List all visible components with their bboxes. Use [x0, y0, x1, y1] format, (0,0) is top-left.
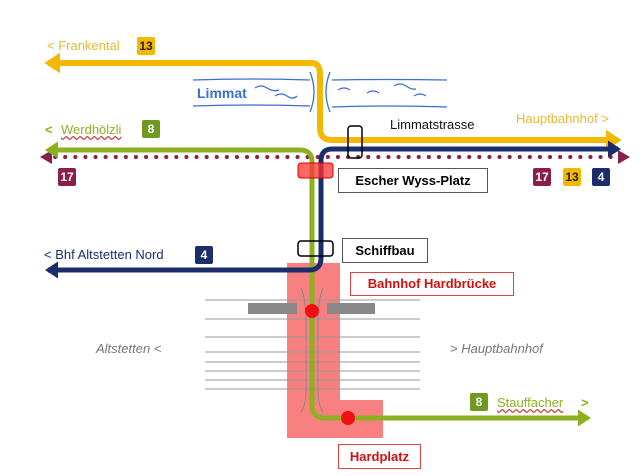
stop-escher-wyss: [297, 162, 334, 179]
destination-hauptbahnhof: Hauptbahnhof >: [516, 111, 609, 126]
direction-altstetten: Altstetten <: [96, 341, 162, 356]
stop-hardplatz: [341, 411, 355, 425]
line-badge-13: 13: [137, 37, 155, 55]
stop-schiffbau: [297, 240, 334, 257]
line-badge-17: 17: [58, 168, 76, 186]
line-badge-8: 8: [142, 120, 160, 138]
stop-label-schiffbau: Schiffbau: [342, 238, 428, 263]
destination-werdhoelzli: Werdhölzli: [61, 122, 122, 137]
stop-hardbruecke: [305, 304, 319, 318]
line-13-yellow: [48, 60, 618, 140]
bridge-bar: [248, 303, 297, 314]
destination-stauffacher: Stauffacher: [497, 395, 564, 410]
stop-limmatstrasse: [347, 125, 363, 159]
arrow-left: <: [45, 122, 53, 137]
stop-label-escher-wyss: Escher Wyss-Platz: [338, 168, 488, 193]
line-badge-8: 8: [470, 393, 488, 411]
stop-label-limmatstrasse: Limmatstrasse: [390, 117, 475, 132]
destination-frankental: < Frankental: [47, 38, 120, 53]
line-badge-4: 4: [592, 168, 610, 186]
line-badge-13: 13: [563, 168, 581, 186]
line-badge-17: 17: [533, 168, 551, 186]
river-limmat: [192, 71, 448, 113]
direction-hauptbahnhof: > Hauptbahnhof: [450, 341, 543, 356]
bridge-bar: [327, 303, 375, 314]
destination-altstetten-nord: < Bhf Altstetten Nord: [44, 247, 164, 262]
arrow-right: >: [581, 395, 589, 410]
line-badge-4: 4: [195, 246, 213, 264]
river-label: Limmat: [197, 85, 247, 101]
stop-label-hardplatz: Hardplatz: [338, 444, 421, 469]
stop-label-hardbruecke: Bahnhof Hardbrücke: [350, 272, 514, 296]
